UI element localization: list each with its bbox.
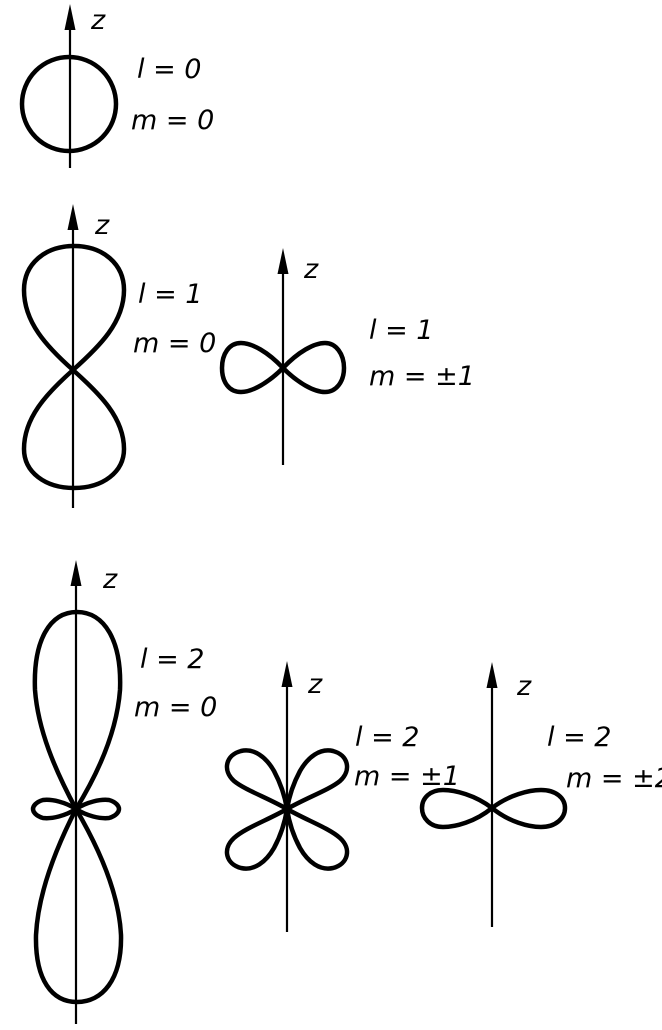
z-axis-label: z bbox=[303, 254, 319, 285]
z-axis: z bbox=[70, 560, 118, 1024]
z-axis-label: z bbox=[516, 671, 532, 702]
orbital-l1-m1: z l = 1 m = ±1 bbox=[219, 248, 475, 465]
orbital-l1-m0: z l = 1 m = 0 bbox=[21, 204, 216, 508]
orbital-l0-m0: z l = 0 m = 0 bbox=[19, 4, 214, 168]
l-label: l = 2 bbox=[355, 722, 419, 753]
z-axis: z bbox=[486, 662, 532, 927]
m-label: m = 0 bbox=[134, 692, 217, 723]
m-label: m = 0 bbox=[133, 328, 216, 359]
lobe-shape bbox=[219, 340, 347, 395]
l-label: l = 1 bbox=[138, 279, 202, 310]
lobe-shape bbox=[21, 243, 127, 491]
l-label: l = 2 bbox=[547, 722, 611, 753]
lobe-shape bbox=[19, 54, 119, 154]
l-label: l = 2 bbox=[140, 644, 204, 675]
m-label: m = 0 bbox=[131, 105, 214, 136]
m-label: m = ±1 bbox=[354, 761, 460, 792]
orbital-l2-m2: z l = 2 m = ±2 bbox=[419, 662, 662, 927]
orbital-l2-m0: z l = 2 m = 0 bbox=[30, 560, 217, 1024]
lobe-shape bbox=[30, 609, 124, 1005]
z-axis-label: z bbox=[90, 5, 106, 36]
z-axis: z bbox=[67, 204, 110, 508]
lobe-shape bbox=[224, 748, 350, 871]
orbital-l2-m1: z l = 2 m = ±1 bbox=[224, 661, 460, 932]
l-label: l = 1 bbox=[369, 315, 433, 346]
z-axis-label: z bbox=[102, 564, 118, 595]
m-label: m = ±1 bbox=[369, 361, 475, 392]
m-label: m = ±2 bbox=[566, 763, 662, 794]
z-axis-label: z bbox=[94, 210, 110, 241]
l-label: l = 0 bbox=[137, 54, 201, 85]
z-axis-label: z bbox=[307, 669, 323, 700]
z-axis: z bbox=[64, 4, 106, 168]
lobe-shape bbox=[419, 787, 568, 830]
